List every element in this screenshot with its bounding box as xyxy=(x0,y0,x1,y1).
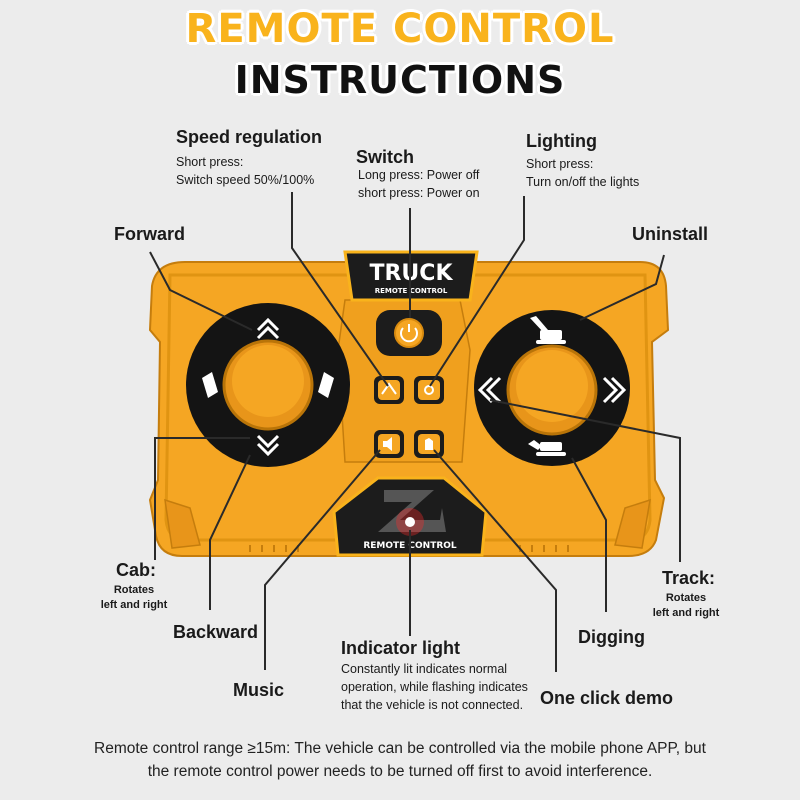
footer-note: Remote control range ≥15m: The vehicle c… xyxy=(0,737,800,783)
desc-switch-2: short press: Power on xyxy=(358,186,480,200)
label-backward: Backward xyxy=(173,622,259,642)
label-cab: Cab: xyxy=(116,560,156,580)
desc-switch-1: Long press: Power off xyxy=(358,168,480,182)
demo-button[interactable] xyxy=(414,430,444,458)
excavator-icon-bottom xyxy=(528,440,566,456)
page-title: REMOTE CONTROL xyxy=(185,6,615,52)
desc-indicator-1: Constantly lit indicates normal xyxy=(341,662,508,676)
desc-speed-2: Switch speed 50%/100% xyxy=(176,173,315,187)
label-speed-regulation: Speed regulation xyxy=(176,127,323,147)
badge-subtitle: REMOTE CONTROL xyxy=(375,287,448,295)
desc-lighting-2: Turn on/off the lights xyxy=(526,175,640,189)
label-track: Track: xyxy=(662,568,716,588)
indicator-led xyxy=(396,508,424,536)
right-joystick-pad[interactable] xyxy=(474,310,630,466)
label-digging: Digging xyxy=(578,627,645,647)
desc-track-1: Rotates xyxy=(665,592,707,604)
desc-track-2: left and right xyxy=(652,607,720,619)
badge-title: TRUCK xyxy=(369,261,453,286)
excavator-icon-top xyxy=(530,316,566,344)
label-one-click-demo: One click demo xyxy=(540,688,674,708)
page-subtitle: INSTRUCTIONS xyxy=(234,58,566,102)
footer-line-2: the remote control power needs to be tur… xyxy=(147,763,653,780)
label-switch: Switch xyxy=(356,147,415,167)
label-indicator-light: Indicator light xyxy=(341,638,460,658)
left-joystick-pad[interactable] xyxy=(186,303,350,467)
desc-speed-1: Short press: xyxy=(176,155,244,169)
label-music: Music xyxy=(233,680,285,700)
desc-cab-2: left and right xyxy=(100,599,168,611)
music-button[interactable] xyxy=(374,430,404,458)
desc-indicator-3: that the vehicle is not connected. xyxy=(341,698,524,712)
desc-cab-1: Rotates xyxy=(113,584,155,596)
speed-button[interactable] xyxy=(374,376,404,404)
power-button[interactable] xyxy=(376,310,442,356)
label-forward: Forward xyxy=(114,224,186,244)
leader-lines xyxy=(149,192,681,672)
footer-line-1: Remote control range ≥15m: The vehicle c… xyxy=(94,740,706,757)
label-lighting: Lighting xyxy=(526,131,597,151)
desc-lighting-1: Short press: xyxy=(526,157,594,171)
desc-indicator-2: operation, while flashing indicates xyxy=(341,680,528,694)
label-uninstall: Uninstall xyxy=(632,224,709,244)
lighting-button[interactable] xyxy=(414,376,444,404)
